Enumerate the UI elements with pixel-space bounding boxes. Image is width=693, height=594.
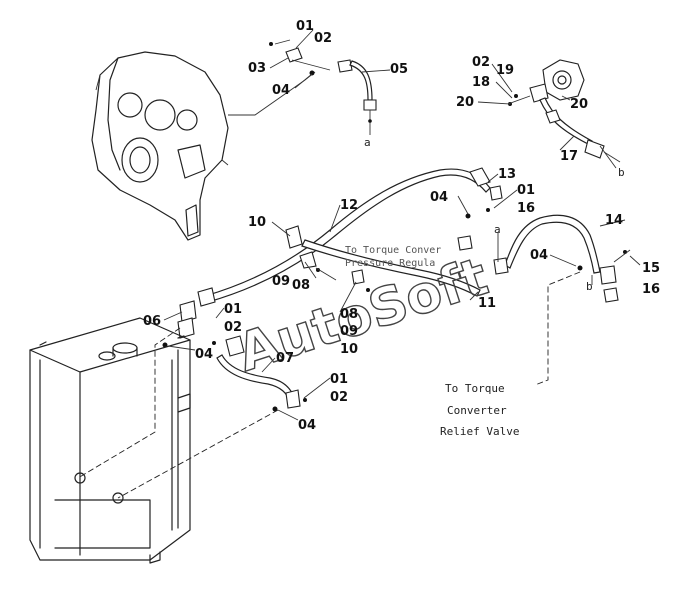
callout-01: 01 (330, 372, 348, 387)
callout-09: 09 (340, 324, 358, 339)
callout-05: 05 (390, 62, 408, 77)
connector-a-top: a (364, 136, 371, 149)
callout-02: 02 (314, 31, 332, 46)
route-line-3 (534, 271, 581, 386)
route-line-2 (117, 409, 279, 499)
relief-note-line1: To Torque (445, 382, 505, 395)
callout-15: 15 (642, 261, 660, 276)
callout-13: 13 (498, 167, 516, 182)
hose-11 (301, 239, 481, 297)
regulator-valve-group (507, 59, 621, 163)
callout-14: 14 (605, 213, 623, 228)
callout-11: 11 (478, 296, 496, 311)
relief-note-line2: Converter (447, 404, 507, 417)
callout-04: 04 (195, 347, 213, 362)
connector-b-mid: b (586, 280, 593, 293)
connector-a-mid: a (494, 223, 501, 236)
callout-12: 12 (340, 198, 358, 213)
radiator (29, 317, 191, 564)
callout-10: 10 (248, 215, 266, 230)
callout-08: 08 (340, 307, 358, 322)
callout-04: 04 (272, 83, 290, 98)
callout-08: 08 (292, 278, 310, 293)
relief-note-line3: Relief Valve (440, 425, 519, 438)
pressure-note-line1: To Torque Conver (345, 245, 441, 256)
callout-18: 18 (472, 75, 490, 90)
callout-03: 03 (248, 61, 266, 76)
callout-04: 04 (298, 418, 316, 433)
connector-b-top: b (618, 166, 625, 179)
callout-07: 07 (276, 351, 294, 366)
callout-01: 01 (296, 19, 314, 34)
callout-04: 04 (430, 190, 448, 205)
pressure-note-line2: Pressure Regula (345, 258, 435, 269)
callout-04: 04 (530, 248, 548, 263)
callout-01: 01 (517, 183, 535, 198)
callout-02: 02 (472, 55, 490, 70)
hose-14 (504, 214, 601, 274)
flywheel-housing (91, 51, 229, 241)
callout-17: 17 (560, 149, 578, 164)
callout-20: 20 (456, 95, 474, 110)
part-callouts: 01 02 03 04 05 02 19 18 20 20 17 13 04 0… (143, 19, 660, 433)
callout-16: 16 (517, 201, 535, 216)
callout-19: 19 (496, 63, 514, 78)
callout-06: 06 (143, 314, 161, 329)
hose-fittings (162, 167, 631, 412)
callout-10: 10 (340, 342, 358, 357)
top-fitting-group (269, 39, 377, 135)
callout-20: 20 (570, 97, 588, 112)
callout-02: 02 (224, 320, 242, 335)
callout-02: 02 (330, 390, 348, 405)
leader-lines (163, 29, 641, 421)
route-line-1 (77, 327, 181, 479)
callout-09: 09 (272, 274, 290, 289)
callout-16: 16 (642, 282, 660, 297)
callout-01: 01 (224, 302, 242, 317)
